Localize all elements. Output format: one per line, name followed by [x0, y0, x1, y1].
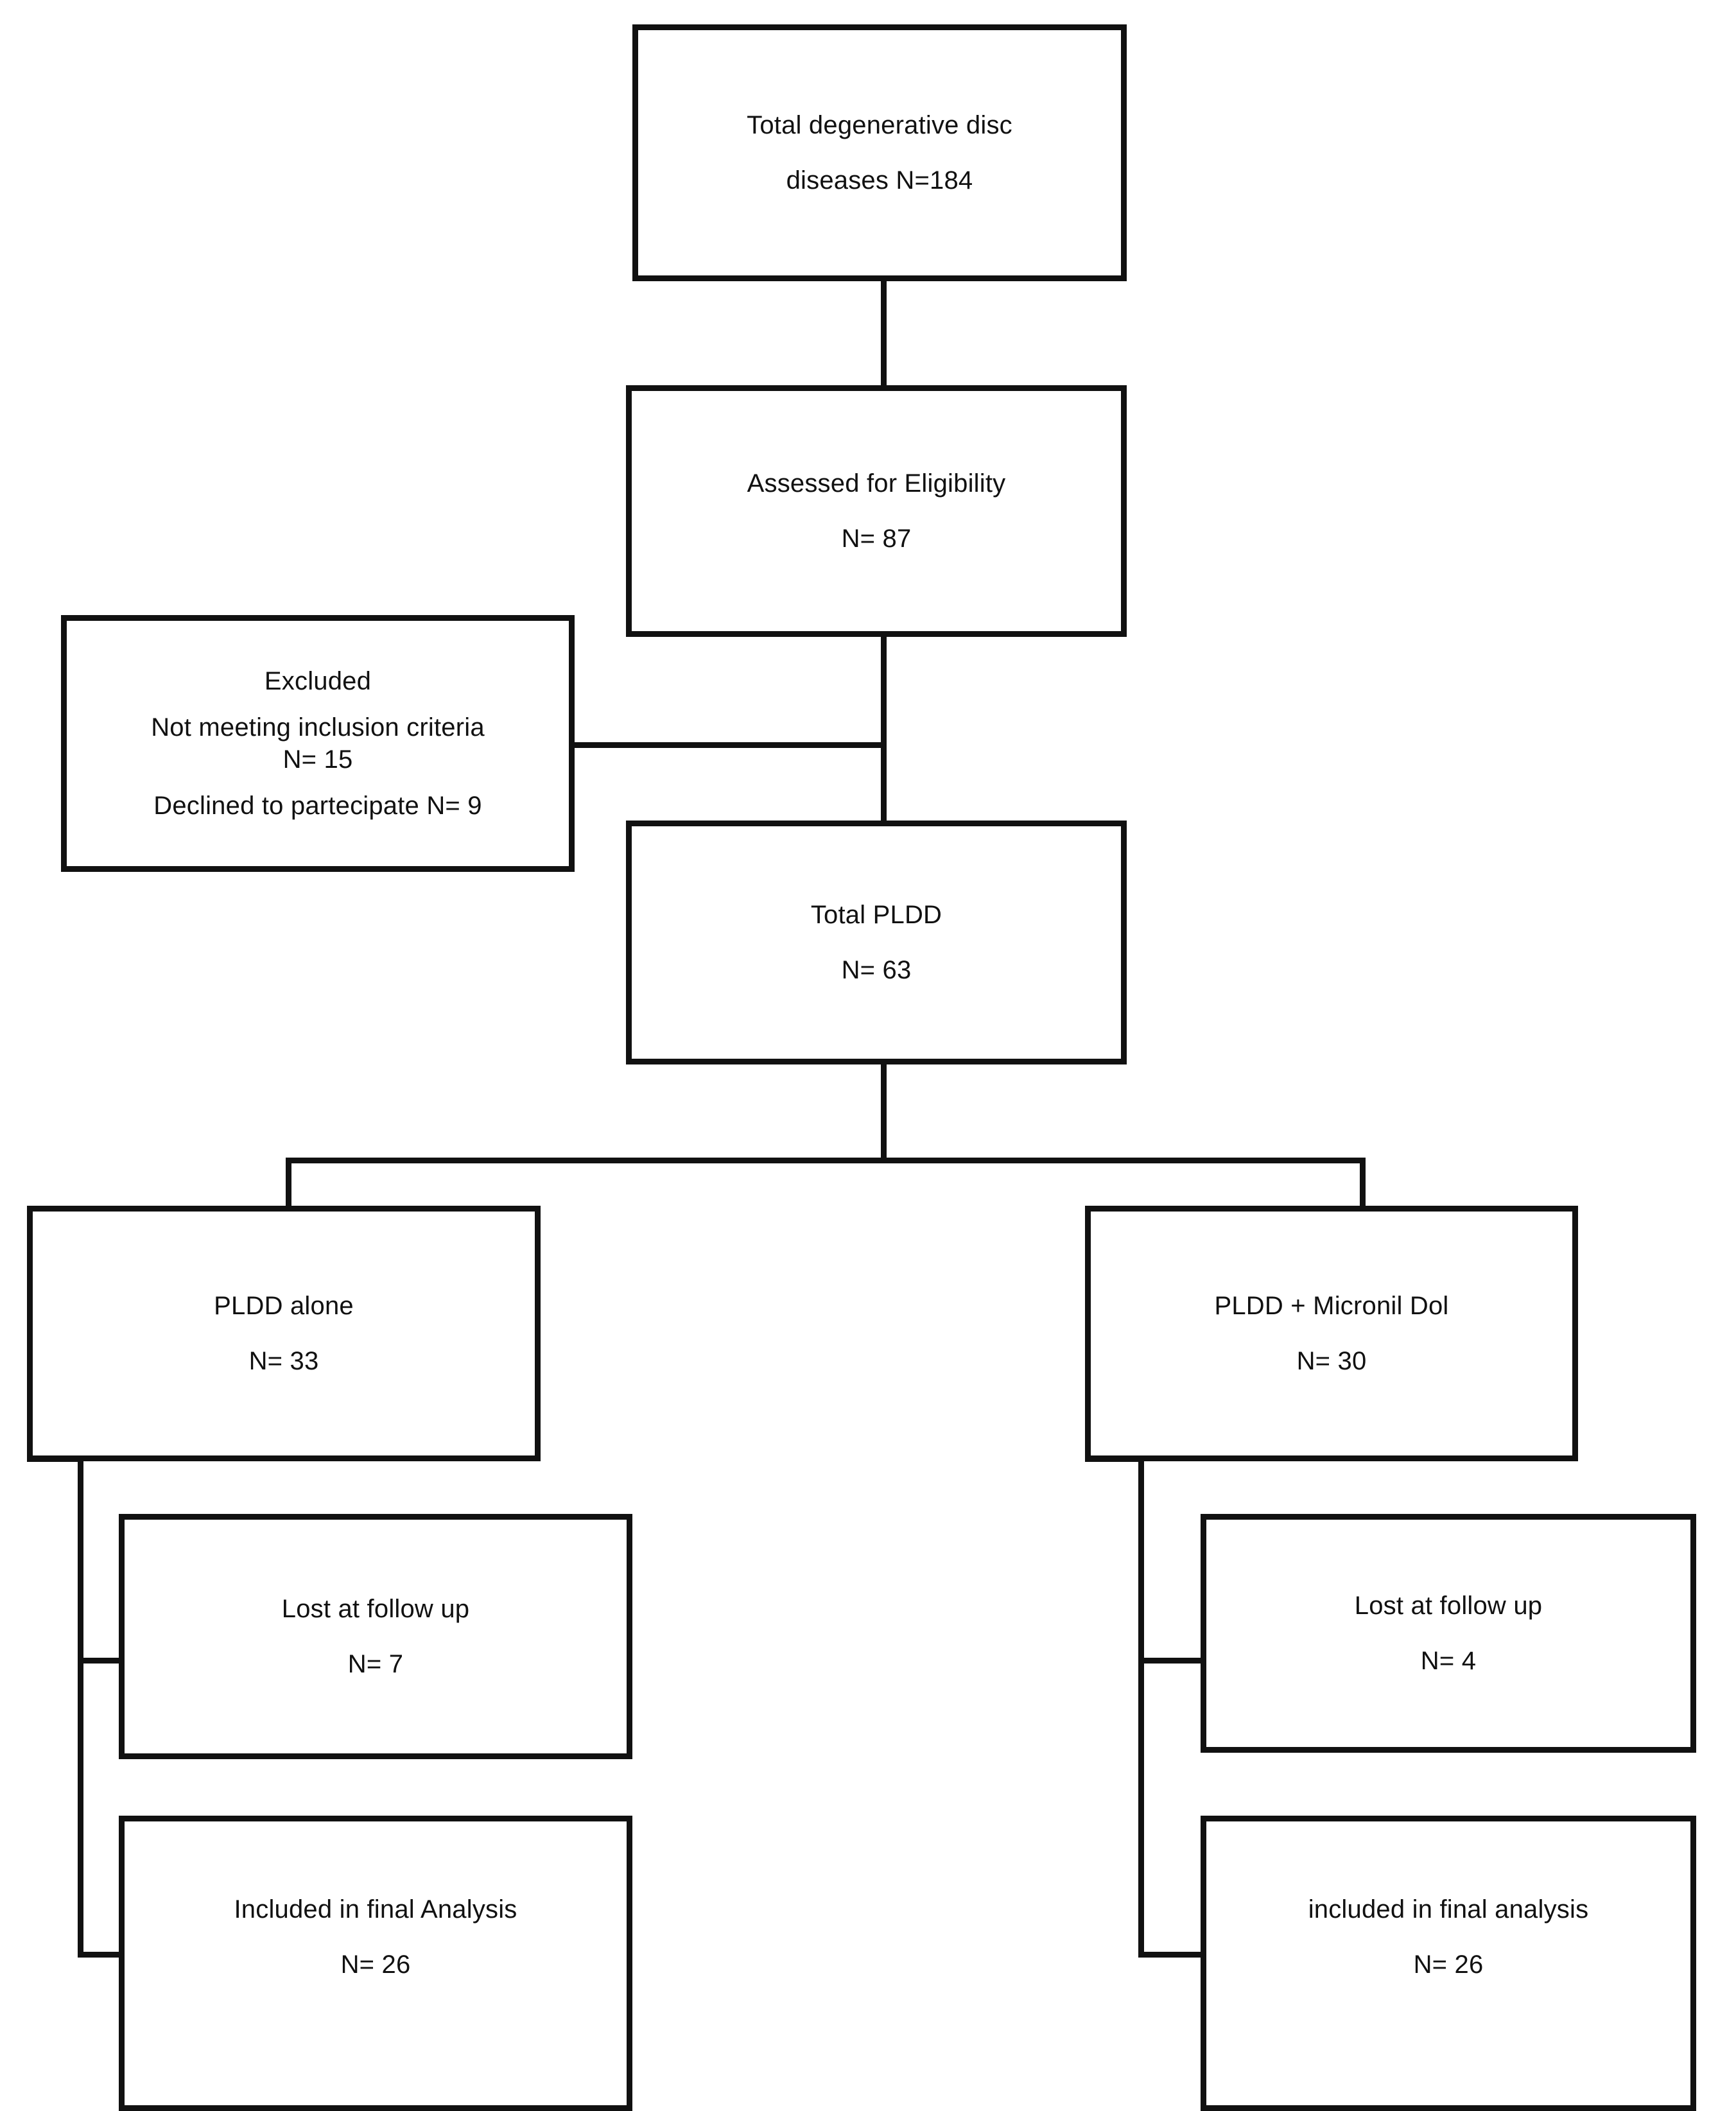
assessed-for-eligibility-box[interactable]: Assessed for Eligibility N= 87 — [626, 385, 1127, 637]
connector-total-ddd-to-assessed — [881, 276, 887, 392]
lost-at-follow-up-left-box[interactable]: Lost at follow up N= 7 — [119, 1514, 632, 1759]
node-line: N= 7 — [347, 1650, 404, 1678]
node-line: N= 30 — [1296, 1347, 1367, 1375]
node-line: Excluded — [264, 667, 372, 695]
pldd-alone-arm-box[interactable]: PLDD alone N= 33 — [27, 1206, 541, 1461]
node-line: N= 26 — [1413, 1950, 1484, 1979]
connector-excluded-to-stem — [571, 742, 885, 748]
node-line: Declined to partecipate N= 9 — [153, 792, 482, 820]
node-line: N= 15 — [282, 745, 353, 774]
node-line: Assessed for Eligibility — [747, 469, 1006, 498]
connector-split-to-pldd-alone — [286, 1158, 291, 1210]
connector-assessed-to-total-pldd — [881, 634, 887, 827]
included-in-final-analysis-right-box[interactable]: included in final analysis N= 26 — [1201, 1816, 1696, 2111]
connector-split-to-pldd-micronil — [1360, 1158, 1366, 1210]
node-line: diseases N=184 — [786, 166, 973, 195]
node-line: N= 4 — [1420, 1647, 1477, 1675]
node-line: Total PLDD — [810, 901, 942, 929]
node-line: Lost at follow up — [281, 1595, 470, 1623]
lost-at-follow-up-right-box[interactable]: Lost at follow up N= 4 — [1201, 1514, 1696, 1753]
connector-left-rail-to-lost — [78, 1658, 124, 1664]
connector-right-rail-to-final — [1138, 1952, 1205, 1958]
connector-right-arm-rail — [1138, 1456, 1144, 1957]
included-in-final-analysis-left-box[interactable]: Included in final Analysis N= 26 — [119, 1816, 632, 2111]
node-line: PLDD alone — [214, 1292, 354, 1320]
connector-left-rail-to-final — [78, 1952, 124, 1958]
node-line: Not meeting inclusion criteria — [151, 713, 485, 742]
connector-left-arm-rail — [78, 1456, 83, 1957]
node-line: N= 63 — [841, 956, 912, 984]
node-line: N= 26 — [340, 1950, 411, 1979]
node-line: N= 33 — [248, 1347, 319, 1375]
node-line: PLDD + Micronil Dol — [1214, 1292, 1449, 1320]
connector-arm-split-bar — [286, 1158, 1366, 1163]
node-line: N= 87 — [841, 525, 912, 553]
total-pldd-box[interactable]: Total PLDD N= 63 — [626, 821, 1127, 1064]
pldd-plus-micronil-dol-arm-box[interactable]: PLDD + Micronil Dol N= 30 — [1085, 1206, 1578, 1461]
node-line: Lost at follow up — [1354, 1592, 1543, 1620]
connector-total-pldd-stem-down — [881, 1059, 887, 1162]
node-line: Included in final Analysis — [234, 1895, 517, 1924]
total-degenerative-disc-diseases-box[interactable]: Total degenerative disc diseases N=184 — [632, 24, 1127, 281]
node-line: included in final analysis — [1308, 1895, 1589, 1924]
excluded-box[interactable]: Excluded Not meeting inclusion criteria … — [61, 615, 575, 872]
connector-right-rail-to-lost — [1138, 1658, 1205, 1664]
node-line: Total degenerative disc — [747, 111, 1012, 139]
